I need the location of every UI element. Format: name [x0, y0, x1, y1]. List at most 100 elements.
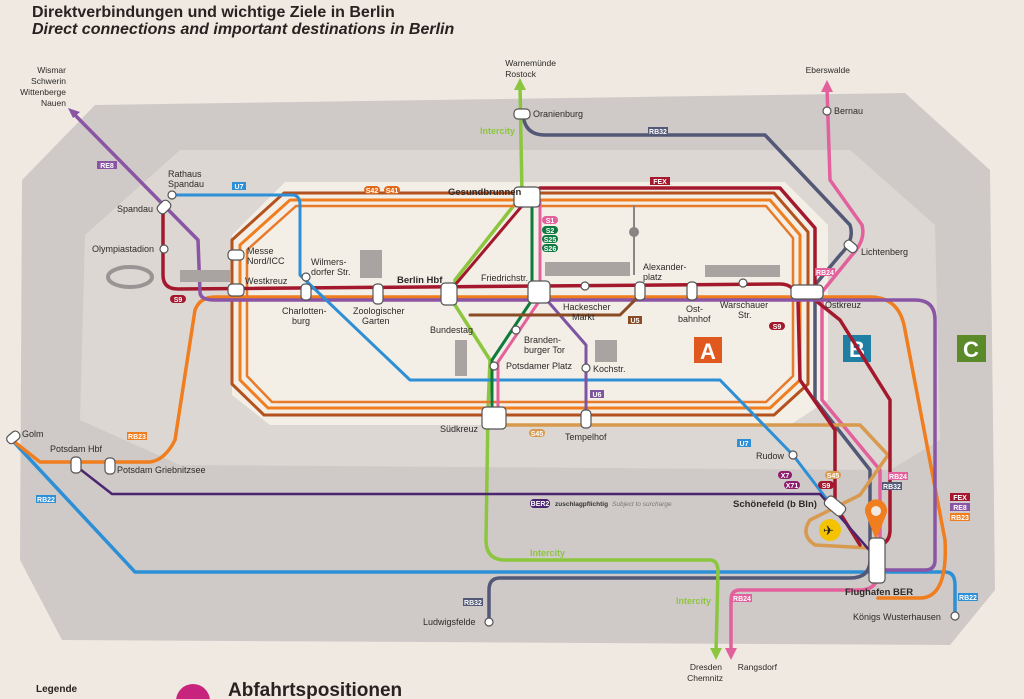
label-intercity-south: Intercity: [530, 548, 565, 558]
station-brandenburger[interactable]: [511, 325, 521, 335]
dest-warnemuende: Warnemünde: [505, 58, 556, 68]
svg-text:RB24: RB24: [889, 474, 907, 481]
station-oranienburg[interactable]: [513, 108, 531, 120]
label-rathaus-spandau-1: Rathaus: [168, 169, 202, 179]
station-messe[interactable]: [227, 249, 245, 261]
label-alex-2: platz: [643, 272, 663, 282]
station-ostkreuz[interactable]: [790, 284, 824, 300]
svg-text:S42: S42: [366, 188, 379, 195]
svg-text:U5: U5: [631, 318, 640, 325]
svg-text:S1: S1: [546, 218, 555, 225]
station-hbf[interactable]: [440, 282, 458, 306]
line-ber2: [74, 464, 880, 562]
station-charlottenburg[interactable]: [300, 283, 312, 301]
badge-rb24-south: RB24: [888, 472, 908, 481]
badge-s41: S41: [384, 186, 400, 195]
dest-rangsdorf: Rangsdorf: [738, 662, 778, 672]
label-rathaus-spandau-2: Spandau: [168, 179, 204, 189]
station-rathaus-spandau[interactable]: [167, 190, 177, 200]
label-zoo-1: Zoologischer: [353, 306, 405, 316]
svg-text:S26: S26: [544, 246, 557, 253]
badge-s45: S45: [529, 429, 545, 438]
station-gesundbrunnen[interactable]: [513, 186, 541, 208]
svg-text:RE8: RE8: [953, 505, 967, 512]
station-zoo[interactable]: [372, 283, 384, 305]
svg-text:S9: S9: [822, 483, 831, 490]
badge-rb22-east: RB22: [958, 593, 978, 602]
label-brandenburger-1: Branden-: [524, 335, 561, 345]
label-koenigs: Königs Wusterhausen: [853, 612, 941, 622]
label-suedkreuz: Südkreuz: [440, 424, 479, 434]
station-ber[interactable]: [868, 537, 886, 584]
badge-x71: X71: [784, 481, 800, 490]
label-schoenefeld: Schönefeld (b Bln): [733, 499, 817, 510]
station-warschauer[interactable]: [738, 278, 748, 288]
label-alex-1: Alexander-: [643, 262, 687, 272]
label-wilmersdorfer-2: dorfer Str.: [311, 267, 351, 277]
label-ostbahnhof-1: Ost-: [686, 304, 703, 314]
svg-text:U7: U7: [740, 441, 749, 448]
line-fex-west: [453, 198, 529, 287]
station-kochstr[interactable]: [581, 363, 591, 373]
label-ber: Flughafen BER: [845, 587, 913, 598]
station-ostbahnhof[interactable]: [686, 281, 698, 301]
station-wilmersdorfer[interactable]: [301, 272, 311, 282]
line-badges: RE8 U7 S42 S41 FEX RB32 S1 S2 S25 S26 U5…: [36, 127, 978, 607]
line-ring-inner: [245, 204, 795, 404]
station-potsdamer[interactable]: [489, 361, 499, 371]
svg-text:S41: S41: [386, 188, 399, 195]
svg-text:RB32: RB32: [649, 129, 667, 136]
station-olympiastadion[interactable]: [159, 244, 169, 254]
station-rudow[interactable]: [788, 450, 798, 460]
svg-text:X7: X7: [781, 473, 790, 480]
station-ludwigsfelde[interactable]: [484, 617, 494, 627]
arrow-north-icon: [514, 78, 526, 90]
station-lichtenberg[interactable]: [842, 238, 859, 254]
label-westkreuz: Westkreuz: [245, 276, 288, 286]
station-suedkreuz[interactable]: [481, 406, 507, 430]
badge-s1: S1: [542, 216, 558, 225]
station-koenigs[interactable]: [950, 611, 960, 621]
dest-wittenberge: Wittenberge: [20, 87, 66, 97]
svg-text:U7: U7: [235, 184, 244, 191]
station-tempelhof[interactable]: [580, 409, 592, 429]
svg-text:FEX: FEX: [653, 179, 667, 186]
badge-rb22-west: RB22: [36, 495, 56, 504]
station-friedrichstr[interactable]: [527, 280, 551, 304]
badge-s9-south: S9: [818, 481, 834, 490]
station-hackescher[interactable]: [580, 281, 590, 291]
label-zoo-2: Garten: [362, 316, 390, 326]
label-oranienburg: Oranienburg: [533, 109, 583, 119]
label-lichtenberg: Lichtenberg: [861, 247, 908, 257]
badge-rb23-west: RB23: [127, 432, 147, 441]
svg-text:RE8: RE8: [100, 163, 114, 170]
station-markers: [5, 106, 960, 627]
badge-s42: S42: [364, 186, 380, 195]
dest-wismar: Wismar: [37, 65, 66, 75]
label-ostkreuz: Ostkreuz: [825, 300, 862, 310]
line-s45: [503, 423, 890, 550]
badge-rb23-south: RB23: [950, 513, 970, 522]
station-westkreuz[interactable]: [227, 283, 245, 297]
station-alex[interactable]: [634, 281, 646, 301]
station-golm[interactable]: [5, 429, 22, 445]
station-griebnitzsee[interactable]: [104, 457, 116, 475]
label-hbf: Berlin Hbf: [397, 275, 443, 286]
label-kochstr: Kochstr.: [593, 364, 626, 374]
station-spandau[interactable]: [156, 199, 173, 216]
station-schoenefeld[interactable]: [823, 494, 848, 517]
dest-chemnitz: Chemnitz: [687, 673, 723, 683]
station-bernau[interactable]: [822, 106, 832, 116]
label-olympiastadion: Olympiastadion: [92, 244, 154, 254]
label-intercity-dresden: Intercity: [676, 596, 711, 606]
station-potsdam-hbf[interactable]: [70, 456, 82, 474]
svg-text:C: C: [963, 337, 979, 362]
skyline-landmark-icon: [180, 250, 780, 376]
svg-text:RB23: RB23: [128, 434, 146, 441]
label-hackescher-2: Markt: [572, 312, 595, 322]
station-labels: Gesundbrunnen Oranienburg Bernau Rathaus…: [22, 106, 941, 627]
surcharge-label: zuschlagpflichtig: [555, 501, 608, 508]
label-griebnitzsee: Potsdam Griebnitzsee: [117, 465, 206, 475]
badge-u7-south: U7: [737, 439, 751, 448]
